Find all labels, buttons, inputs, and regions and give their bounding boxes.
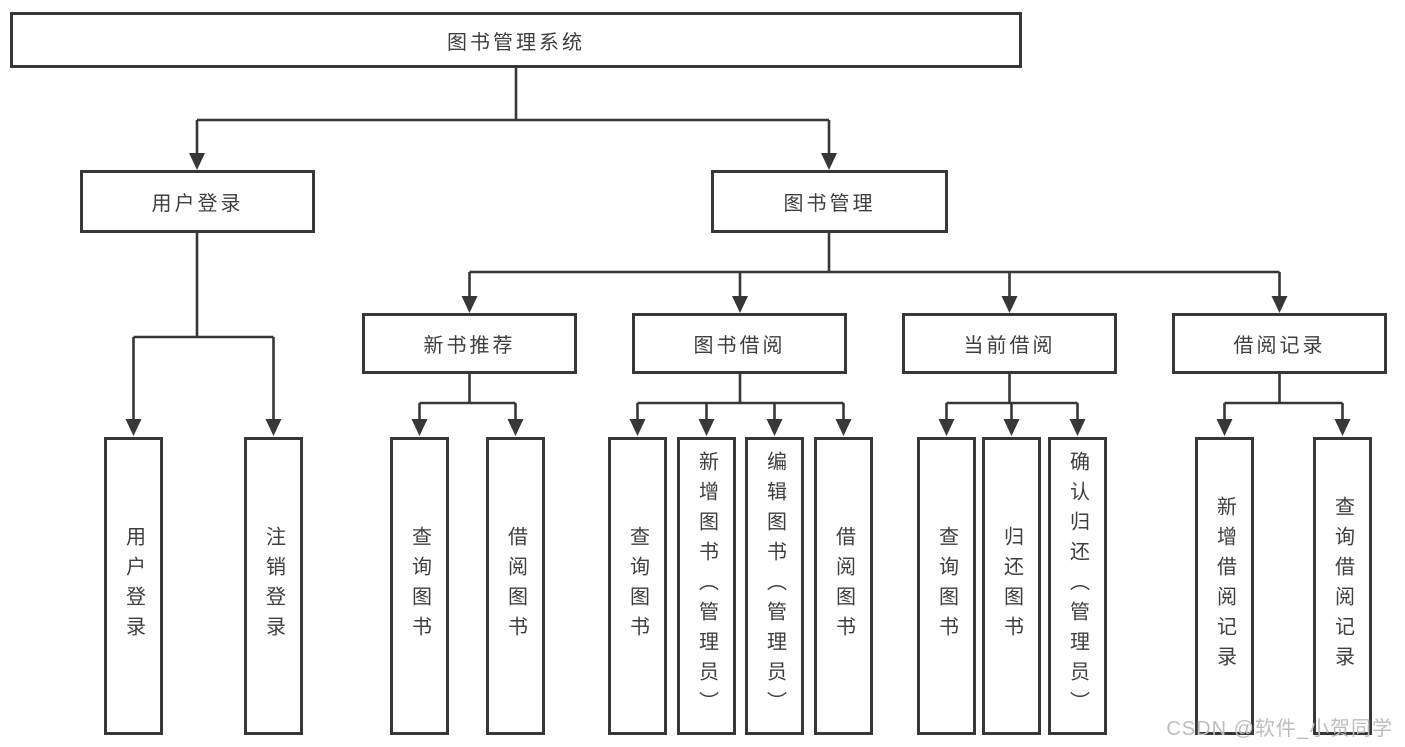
- node-user-login-group: 用户登录: [80, 170, 315, 233]
- node-confirm-return-admin: 确认归还（管理员）: [1048, 437, 1107, 735]
- node-label: 图书管理: [783, 193, 876, 215]
- node-label: 查询图书: [935, 526, 958, 646]
- node-label: 新增借阅记录: [1213, 496, 1236, 676]
- node-label: 借阅图书: [504, 526, 527, 646]
- node-add-books-admin: 新增图书（管理员）: [677, 437, 736, 735]
- node-label: 图书管理系统: [447, 31, 585, 54]
- node-return-books: 归还图书: [982, 437, 1041, 735]
- node-library-management-system: 图书管理系统: [10, 12, 1022, 68]
- node-query-books-3: 查询图书: [917, 437, 976, 735]
- node-label: 注销登录: [262, 526, 285, 646]
- node-label: 新书推荐: [423, 335, 516, 357]
- node-new-book-recommend: 新书推荐: [362, 313, 577, 374]
- node-borrow-books-2: 借阅图书: [814, 437, 873, 735]
- node-label: 确认归还（管理员）: [1066, 451, 1089, 721]
- node-label: 编辑图书（管理员）: [763, 451, 786, 721]
- node-book-management: 图书管理: [711, 170, 948, 233]
- node-label: 查询图书: [408, 526, 431, 646]
- node-label: 查询借阅记录: [1331, 496, 1354, 676]
- node-query-borrow-record: 查询借阅记录: [1313, 437, 1372, 735]
- node-label: 用户登录: [122, 526, 145, 646]
- node-label: 新增图书（管理员）: [695, 451, 718, 721]
- node-label: 借阅图书: [832, 526, 855, 646]
- node-borrowing-records: 借阅记录: [1172, 313, 1387, 374]
- node-label: 当前借阅: [963, 335, 1056, 357]
- node-user-login: 用户登录: [104, 437, 163, 735]
- node-book-borrowing: 图书借阅: [632, 313, 847, 374]
- node-label: 图书借阅: [693, 335, 786, 357]
- node-query-books-2: 查询图书: [608, 437, 667, 735]
- node-label: 查询图书: [626, 526, 649, 646]
- node-logout: 注销登录: [244, 437, 303, 735]
- node-edit-books-admin: 编辑图书（管理员）: [745, 437, 804, 735]
- node-label: 归还图书: [1000, 526, 1023, 646]
- node-add-borrow-record: 新增借阅记录: [1195, 437, 1254, 735]
- node-current-borrowing: 当前借阅: [902, 313, 1117, 374]
- watermark: CSDN @软件_小贺同学: [1166, 718, 1393, 740]
- node-query-books-1: 查询图书: [390, 437, 449, 735]
- node-label: 借阅记录: [1233, 335, 1326, 357]
- node-borrow-books-1: 借阅图书: [486, 437, 545, 735]
- node-label: 用户登录: [151, 193, 244, 215]
